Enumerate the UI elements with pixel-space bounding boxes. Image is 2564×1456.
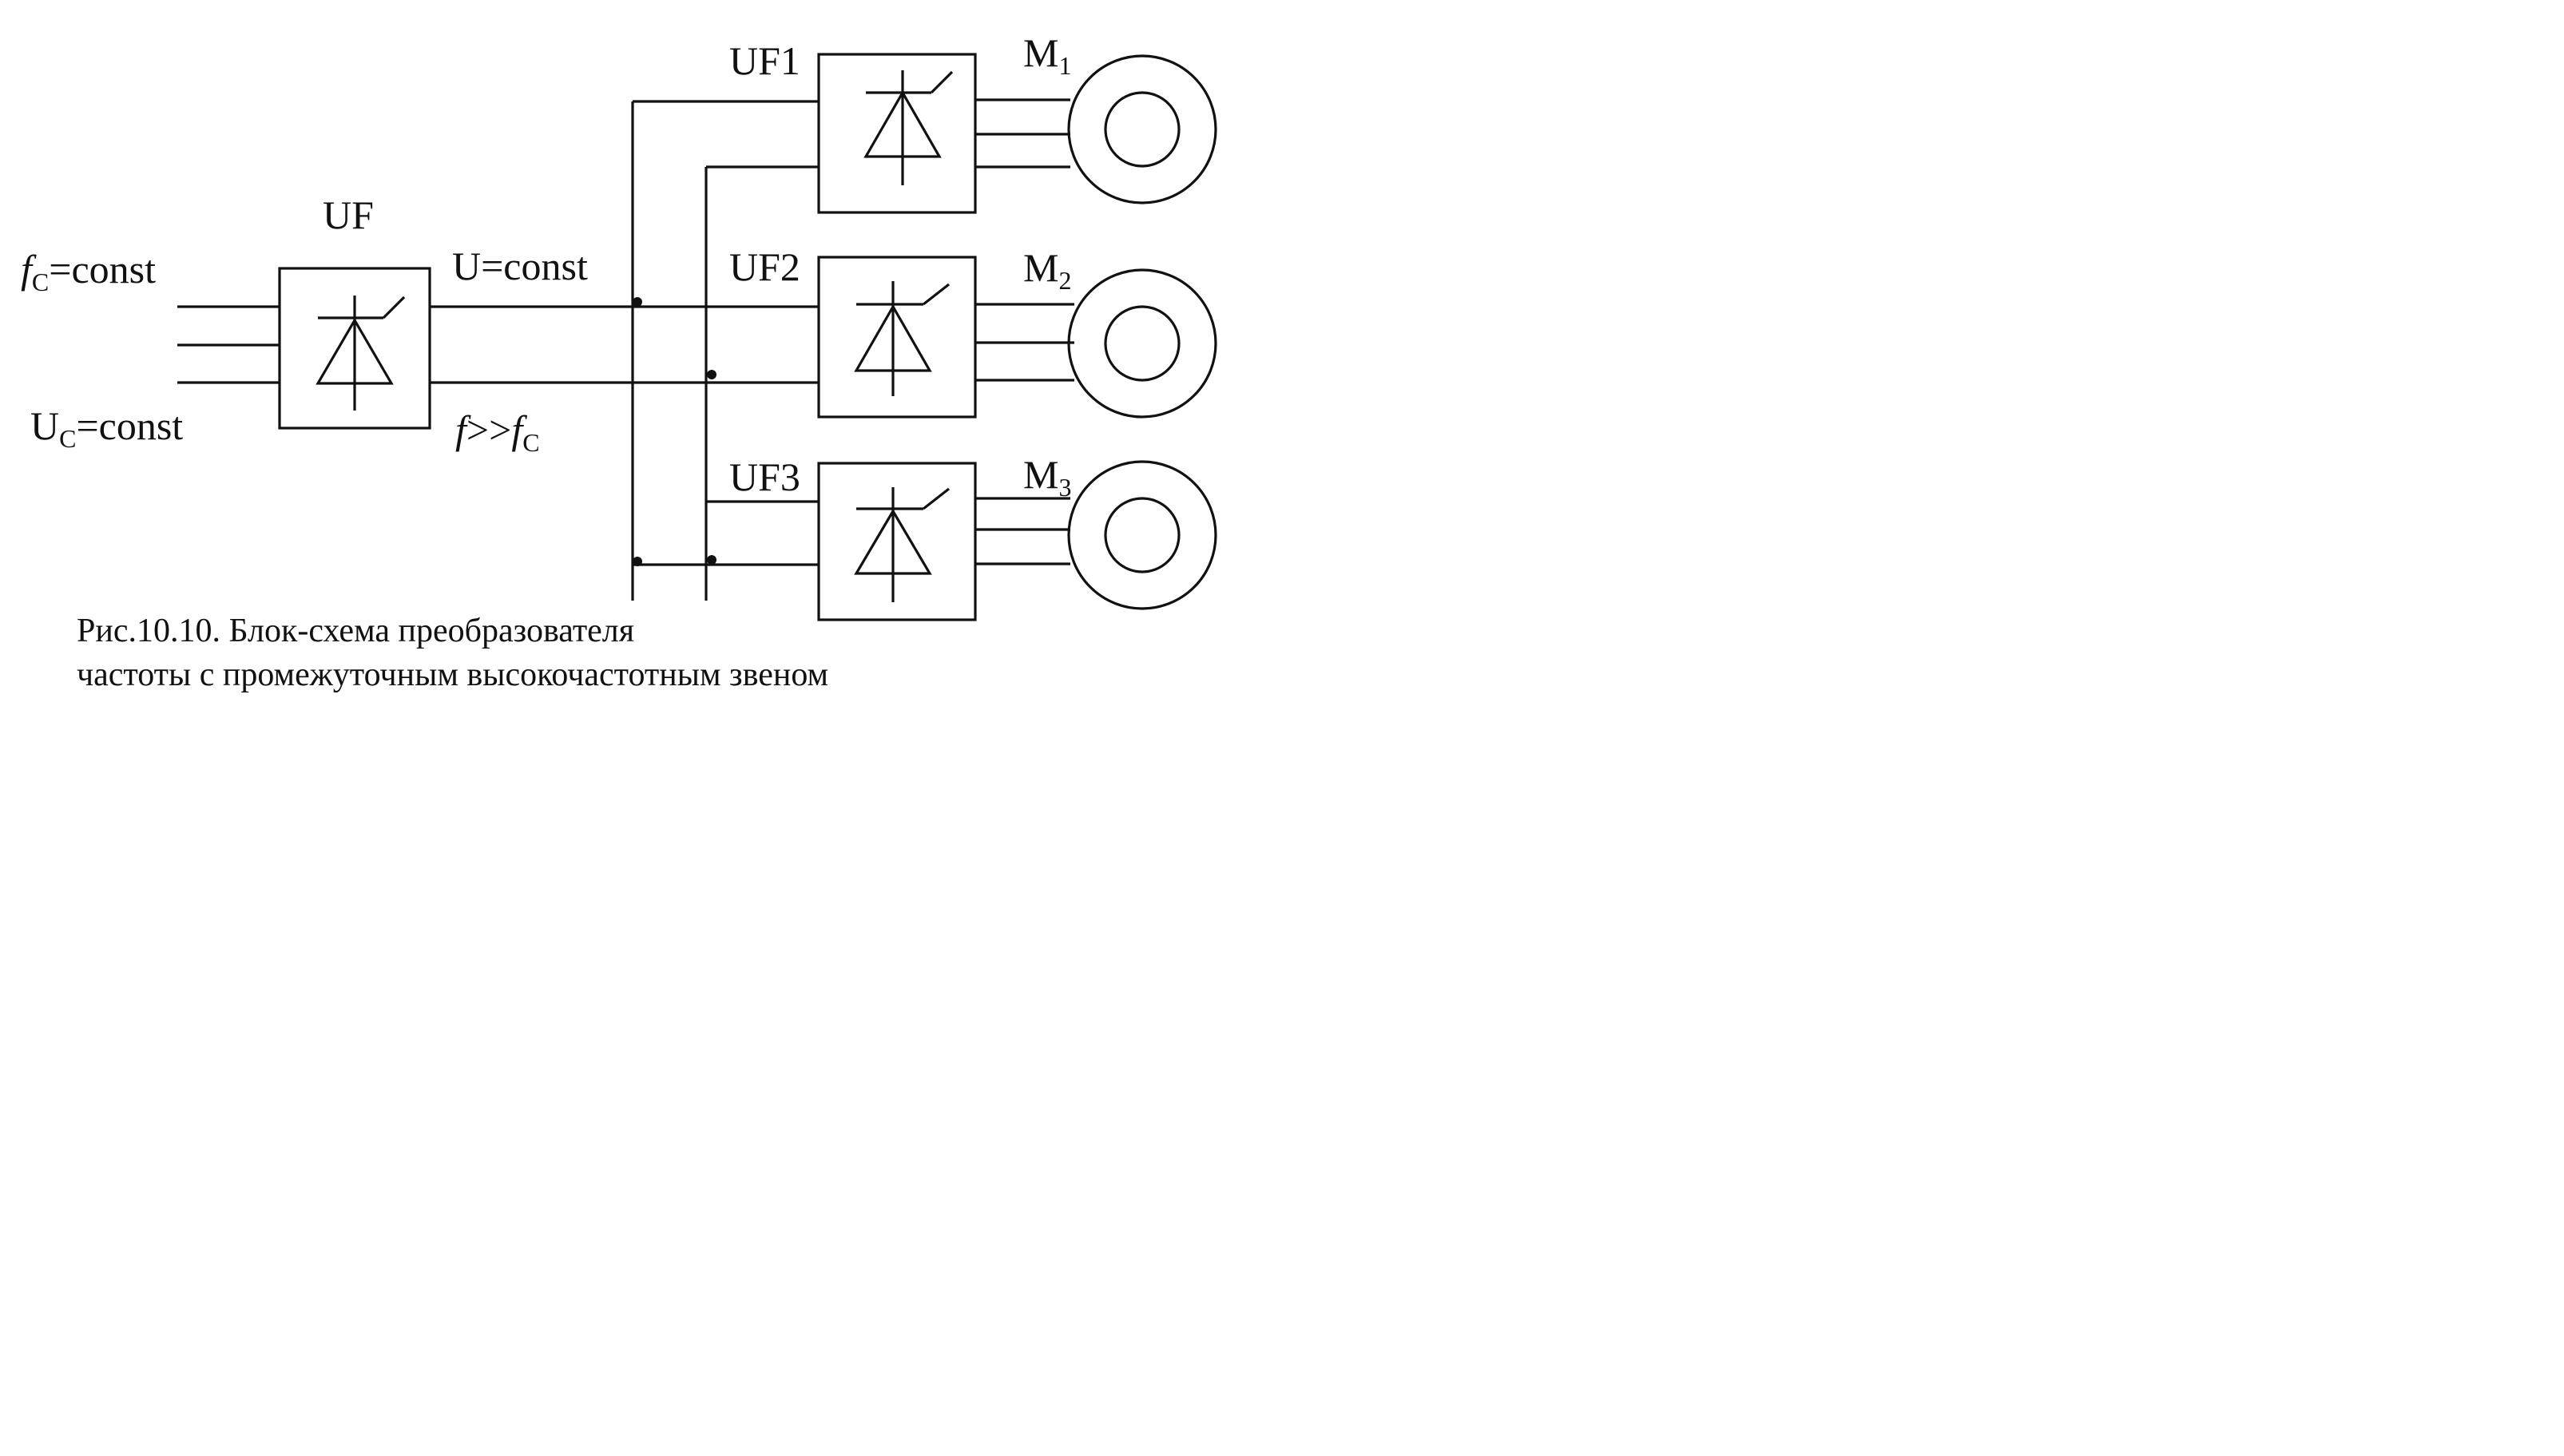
motor-m2: M2 — [1023, 245, 1217, 419]
main-converter-block — [278, 267, 431, 430]
motor-rotor — [1104, 497, 1181, 573]
figure-caption-line-1: Рис.10.10. Блок-схема преобразователя — [77, 613, 634, 649]
junction-dot — [707, 555, 716, 565]
thyristor-icon — [854, 487, 950, 602]
dc-link-label: U=const — [452, 244, 588, 288]
input-voltage-label: UC=const — [30, 403, 183, 453]
figure-caption-line-2: частоты с промежуточным высокочастотным … — [77, 657, 828, 693]
distribution-buses — [631, 100, 819, 601]
main-converter-box — [278, 267, 431, 430]
converter-box — [817, 256, 977, 419]
motor-circle — [1067, 460, 1217, 610]
motor-m1: M1 — [1023, 30, 1217, 204]
thyristor-icon — [854, 281, 950, 396]
converter-box — [817, 53, 977, 214]
converter-label: UF3 — [729, 454, 800, 499]
converter-label: UF1 — [729, 38, 800, 83]
motor-m3: M3 — [1023, 452, 1217, 610]
converter-uf3: UF3 — [729, 454, 1070, 621]
motor-label: M1 — [1023, 30, 1071, 80]
main-converter-label: UF — [323, 192, 374, 237]
motor-label: M3 — [1023, 452, 1071, 502]
converter-box — [817, 462, 977, 621]
input-lines — [177, 305, 280, 384]
motor-rotor — [1104, 305, 1181, 382]
converter-uf2: UF2 — [729, 244, 1074, 419]
converter-uf1: UF1 — [729, 38, 1070, 214]
motor-circle — [1067, 268, 1217, 419]
block-diagram: fC=const UC=const UF U=const f>>fC — [21, 30, 1217, 693]
converter-label: UF2 — [729, 244, 800, 289]
motor-label: M2 — [1023, 245, 1071, 295]
junction-dot — [633, 557, 642, 566]
motor-circle — [1067, 54, 1217, 204]
input-frequency-label: fC=const — [21, 247, 156, 296]
high-frequency-label: f>>fC — [455, 407, 540, 457]
motor-rotor — [1104, 91, 1181, 168]
dc-link-bus — [430, 305, 819, 384]
thyristor-icon — [863, 70, 954, 185]
junction-dot — [707, 370, 716, 379]
junction-dot — [633, 297, 642, 307]
thyristor-icon — [316, 296, 406, 411]
